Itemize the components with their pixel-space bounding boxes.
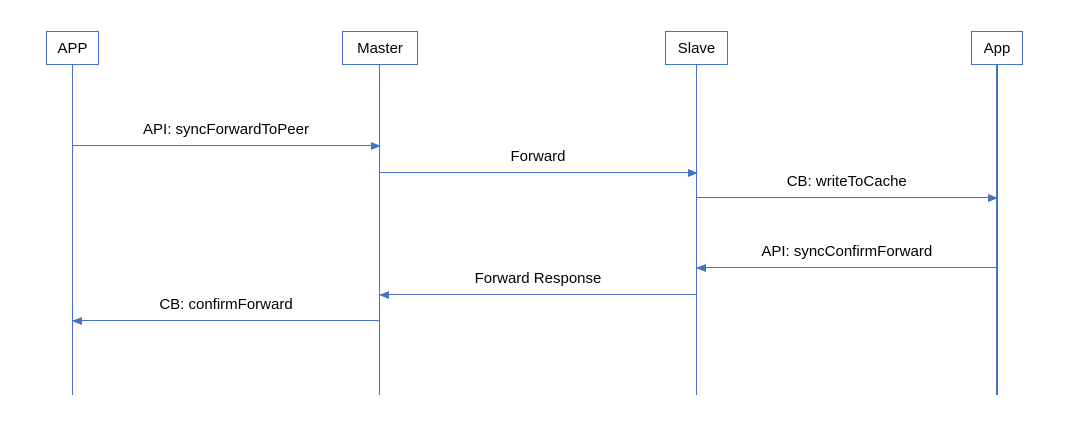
actor-box-master: Master bbox=[342, 31, 418, 65]
arrowhead-left-icon bbox=[71, 317, 82, 325]
message-forward-response: Forward Response bbox=[378, 259, 697, 299]
message-label: API: syncConfirmForward bbox=[761, 243, 933, 260]
message-arrow-line bbox=[72, 142, 381, 150]
message-arrow-line bbox=[379, 169, 698, 177]
message-label: Forward bbox=[510, 148, 566, 165]
message-arrow-line bbox=[71, 317, 380, 325]
lifeline-slave bbox=[695, 65, 698, 395]
lifeline-app-left bbox=[71, 65, 74, 395]
message-sync-forward-to-peer: API: syncForwardToPeer bbox=[72, 110, 381, 150]
actor-label-master: Master bbox=[357, 39, 403, 57]
actor-label-app-left: APP bbox=[57, 39, 88, 57]
message-arrow-line bbox=[695, 264, 997, 272]
arrowhead-left-icon bbox=[378, 291, 389, 299]
message-label: Forward Response bbox=[474, 270, 602, 287]
actor-box-app-left: APP bbox=[46, 31, 99, 65]
arrowhead-right-icon bbox=[370, 142, 381, 150]
arrowhead-left-icon bbox=[695, 264, 706, 272]
message-arrow-line bbox=[696, 194, 998, 202]
message-write-to-cache: CB: writeToCache bbox=[696, 162, 998, 202]
message-label: CB: confirmForward bbox=[159, 296, 293, 313]
actor-box-app-right: App bbox=[971, 31, 1023, 65]
message-confirm-forward: CB: confirmForward bbox=[71, 285, 380, 325]
arrowhead-right-icon bbox=[687, 169, 698, 177]
message-sync-confirm-forward: API: syncConfirmForward bbox=[695, 232, 997, 272]
lifeline-master bbox=[378, 65, 381, 395]
message-label: CB: writeToCache bbox=[786, 173, 907, 190]
actor-label-app-right: App bbox=[983, 39, 1011, 57]
message-label: API: syncForwardToPeer bbox=[143, 121, 309, 138]
arrowhead-right-icon bbox=[988, 194, 998, 202]
lifeline-app-right bbox=[996, 65, 998, 395]
message-arrow-line bbox=[378, 291, 697, 299]
message-forward: Forward bbox=[379, 137, 698, 177]
actor-box-slave: Slave bbox=[665, 31, 728, 65]
actor-label-slave: Slave bbox=[677, 39, 716, 57]
